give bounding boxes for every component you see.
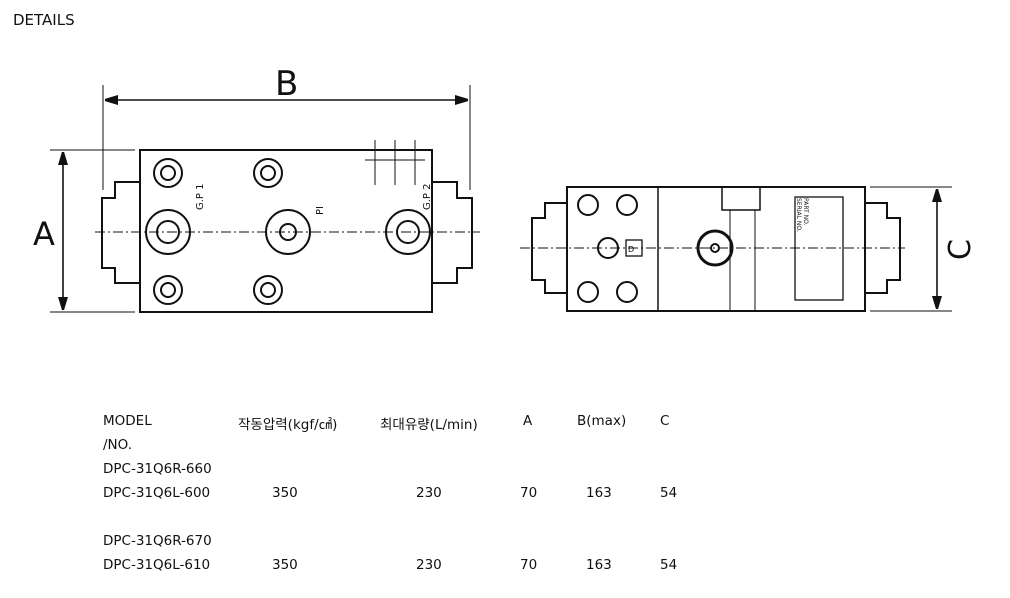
- b-cell: 163: [586, 485, 612, 501]
- a-cell: 70: [520, 557, 538, 573]
- model-cell: DPC-31Q6L-610: [103, 557, 211, 573]
- pressure-cell: 350: [272, 485, 298, 501]
- header-pressure: 작동압력(kgf/㎠): [238, 417, 338, 433]
- model-cell: DPC-31Q6L-600: [103, 485, 211, 501]
- header-model: MODEL: [103, 413, 152, 429]
- model-cell: DPC-31Q6R-660: [103, 461, 212, 477]
- mark-d: D: [628, 245, 634, 254]
- header-b: B(max): [577, 413, 627, 429]
- plate-text: PART NO.: [802, 198, 809, 226]
- front-view: [50, 85, 480, 313]
- port-pi-label: PI: [315, 206, 326, 215]
- dimension-a-label: A: [33, 215, 55, 253]
- plate-text: SERIAL NO.: [795, 198, 802, 232]
- pressure-cell: 350: [272, 557, 298, 573]
- header-a: A: [523, 413, 533, 429]
- c-cell: 54: [660, 485, 678, 501]
- dimension-c-label: C: [943, 239, 978, 260]
- model-cell: DPC-31Q6R-670: [103, 533, 212, 549]
- b-cell: 163: [586, 557, 612, 573]
- header-flow: 최대유량(L/min): [380, 417, 478, 433]
- c-cell: 54: [660, 557, 678, 573]
- flow-cell: 230: [416, 557, 442, 573]
- dimension-b-label: B: [275, 64, 298, 104]
- header-c: C: [660, 413, 670, 429]
- header-model-no: /NO.: [103, 437, 133, 453]
- valve-drawing: B A G.P 1 PI G.P 2 C PART NO. SERIAL NO.…: [33, 64, 978, 313]
- port-gp2-label: G.P 2: [422, 184, 433, 211]
- a-cell: 70: [520, 485, 538, 501]
- flow-cell: 230: [416, 485, 442, 501]
- section-title: DETAILS: [13, 11, 75, 29]
- side-view: [520, 186, 952, 312]
- valve-body: [139, 149, 433, 313]
- port-gp1-label: G.P 1: [195, 184, 206, 211]
